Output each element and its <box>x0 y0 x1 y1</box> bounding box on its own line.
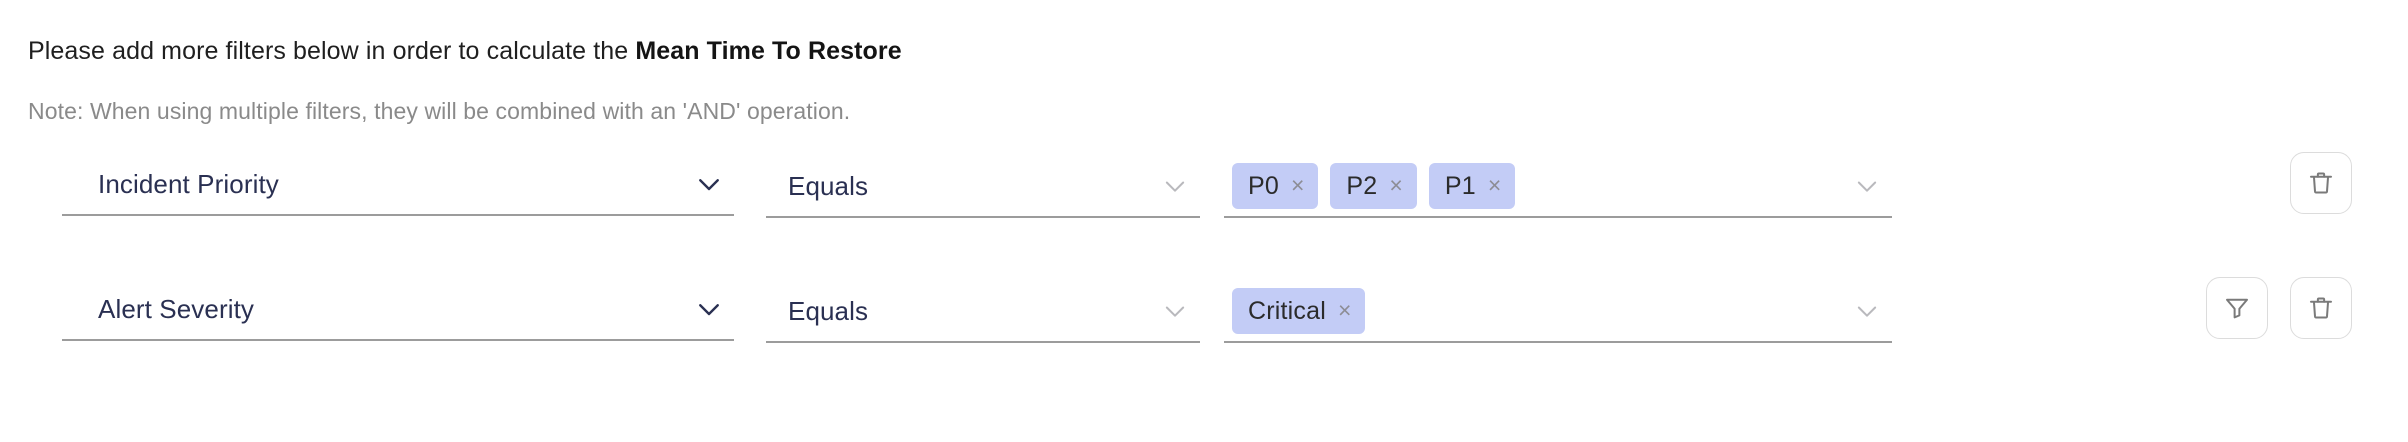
row-actions <box>2206 277 2352 339</box>
chevron-down-icon[interactable] <box>1850 169 1884 203</box>
value-chip-label: Critical <box>1248 296 1326 325</box>
delete-filter-button[interactable] <box>2290 277 2352 339</box>
page-title-metric: Mean Time To Restore <box>635 37 902 65</box>
trash-icon <box>2310 297 2332 319</box>
close-icon[interactable]: × <box>1338 296 1352 323</box>
field-select[interactable]: Incident Priority <box>62 154 734 216</box>
field-select-value: Alert Severity <box>98 293 255 324</box>
operator-select[interactable]: Equals <box>766 281 1200 343</box>
value-chip-label: P2 <box>1346 171 1378 200</box>
field-select-value: Incident Priority <box>98 168 279 199</box>
operator-select[interactable]: Equals <box>766 156 1200 218</box>
chevron-down-icon[interactable] <box>692 167 726 201</box>
filter-row: Alert Severity Equals Cr <box>0 277 2408 404</box>
page-title-prefix: Please add more filters below in order t… <box>28 37 636 65</box>
value-chip[interactable]: Critical × <box>1232 288 1366 334</box>
value-chip-label: P0 <box>1248 171 1279 200</box>
value-chip-label: P1 <box>1444 171 1476 200</box>
value-multiselect[interactable]: Critical × <box>1224 281 1892 343</box>
chevron-down-icon[interactable] <box>1158 294 1192 328</box>
value-chip-list: P0 × P2 × P1 × <box>1232 163 1850 209</box>
operator-select-value: Equals <box>788 295 869 326</box>
chevron-down-icon[interactable] <box>692 292 726 326</box>
apply-filter-button[interactable] <box>2206 277 2268 339</box>
chevron-down-icon[interactable] <box>1850 294 1884 328</box>
field-select[interactable]: Alert Severity <box>62 279 734 341</box>
close-icon[interactable]: × <box>1389 171 1403 198</box>
chevron-down-icon[interactable] <box>1158 169 1192 203</box>
close-icon[interactable]: × <box>1290 171 1305 198</box>
trash-icon <box>2310 172 2332 194</box>
row-actions <box>2290 152 2352 214</box>
delete-filter-button[interactable] <box>2290 152 2352 214</box>
page-title: Please add more filters below in order t… <box>28 36 902 66</box>
value-chip[interactable]: P1 × <box>1428 163 1516 209</box>
close-icon[interactable]: × <box>1487 171 1502 198</box>
value-multiselect[interactable]: P0 × P2 × P1 × <box>1224 156 1892 218</box>
filter-note: Note: When using multiple filters, they … <box>28 98 851 124</box>
funnel-icon <box>2226 298 2248 319</box>
value-chip-list: Critical × <box>1232 288 1850 334</box>
operator-select-value: Equals <box>788 170 869 201</box>
filter-row: Incident Priority Equals <box>0 152 2408 279</box>
value-chip[interactable]: P0 × <box>1232 163 1319 209</box>
filter-row-list: Incident Priority Equals <box>0 152 2408 404</box>
value-chip[interactable]: P2 × <box>1330 163 1417 209</box>
